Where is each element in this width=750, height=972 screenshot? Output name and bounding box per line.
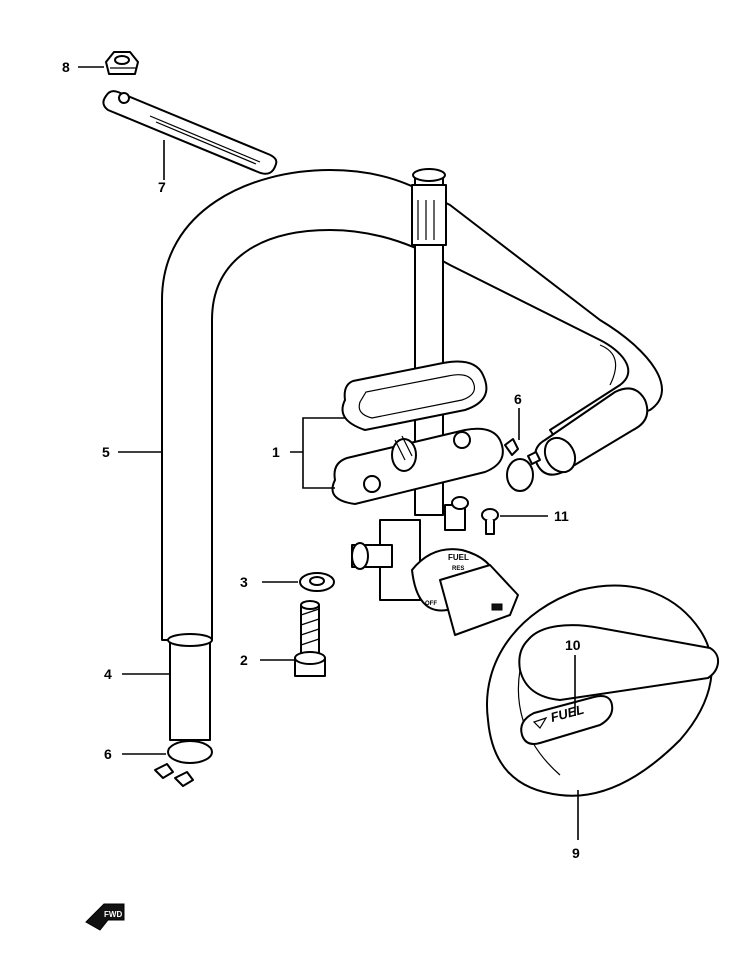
part-3-washer — [299, 572, 335, 592]
callout-10: 10 — [565, 637, 581, 653]
fwd-label: FWD — [104, 910, 122, 919]
callout-11: 11 — [554, 508, 569, 524]
part-11-screw — [481, 508, 499, 535]
callout-labels: 8 7 5 1 6 11 3 2 4 6 10 9 — [62, 59, 581, 861]
part-1-gasket-plate — [331, 360, 504, 505]
valve-label: FUEL — [448, 553, 469, 562]
part-2-bolt — [294, 600, 326, 677]
callout-7: 7 — [158, 179, 166, 195]
callout-9: 9 — [572, 845, 580, 861]
part-6-clip-lower — [154, 740, 213, 787]
part-4-pipe — [167, 633, 213, 741]
part-6-clip-upper — [504, 438, 541, 492]
fwd-arrow-icon: FWD — [85, 903, 125, 931]
callout-5: 5 — [102, 444, 110, 460]
part-9-fuel-cap: FUEL — [486, 584, 719, 797]
callout-1: 1 — [272, 444, 280, 460]
valve-sublabel: RES — [452, 566, 464, 572]
callout-6-lower: 6 — [104, 746, 112, 762]
callout-6-upper: 6 — [514, 391, 522, 407]
part-5-fuel-hose — [161, 169, 663, 641]
part-8-nut — [105, 51, 139, 75]
callout-4: 4 — [104, 666, 112, 682]
valve-off-label: OFF — [425, 601, 437, 607]
part-7-strap — [102, 90, 278, 175]
callout-2: 2 — [240, 652, 248, 668]
callout-3: 3 — [240, 574, 248, 590]
callout-8: 8 — [62, 59, 70, 75]
callout-leaders — [78, 66, 579, 840]
fuel-valve-body: FUEL RES OFF — [351, 496, 519, 636]
